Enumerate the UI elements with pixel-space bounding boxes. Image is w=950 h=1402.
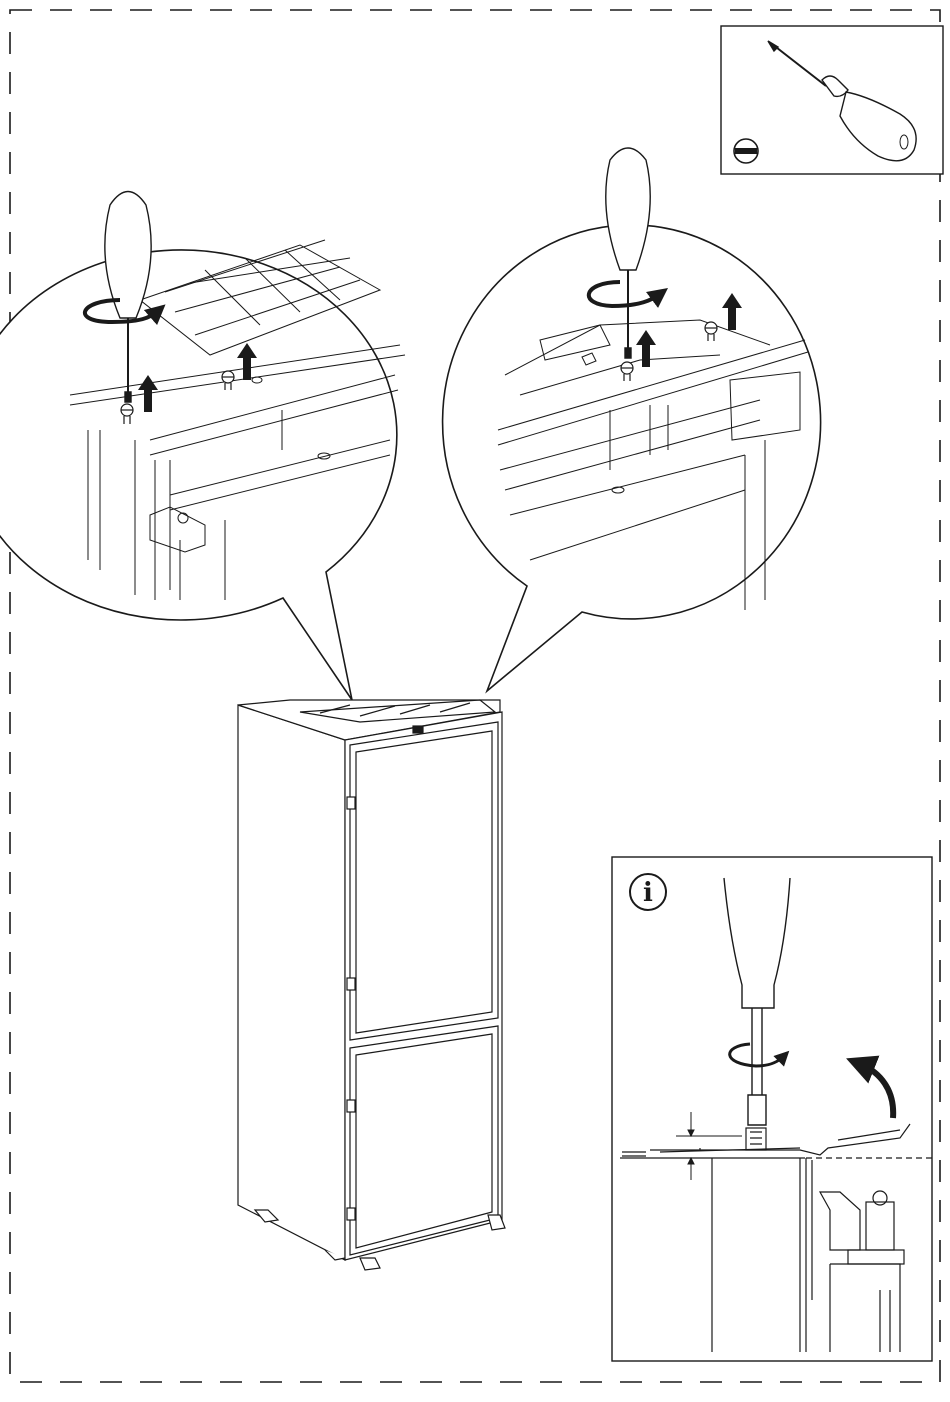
- tool-box: [721, 26, 943, 174]
- info-icon: i: [630, 874, 666, 910]
- callout-right: [443, 148, 821, 691]
- slotted-screw-icon: [734, 139, 758, 163]
- fridge-freezer: [238, 700, 505, 1270]
- callout-left: [0, 192, 405, 701]
- info-symbol: i: [643, 878, 653, 908]
- info-panel: i: [612, 857, 936, 1361]
